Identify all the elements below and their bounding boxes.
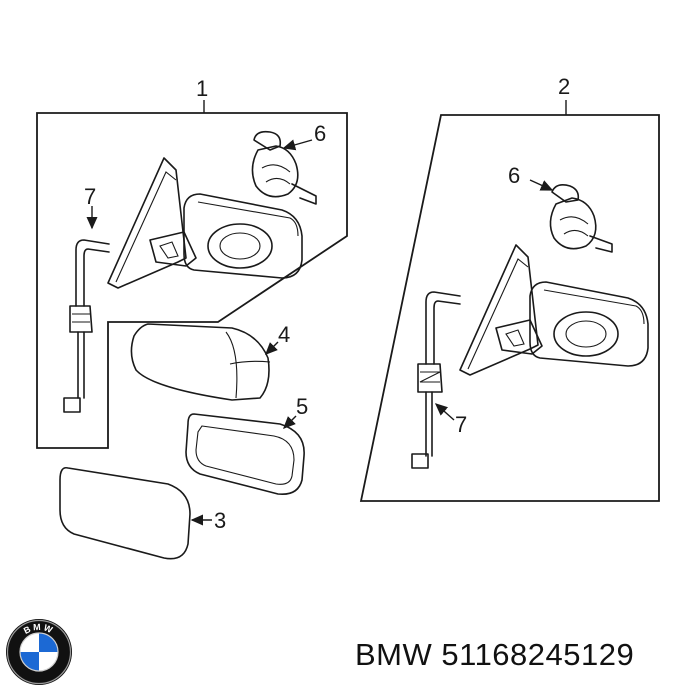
svg-text:BMW: BMW	[22, 622, 56, 636]
right-assembly-frame	[359, 114, 660, 502]
mirror-frame-part-5	[185, 413, 305, 496]
left-assembly-frame	[36, 112, 348, 449]
part-number: 51168245129	[441, 637, 635, 672]
left-motor-part-6	[251, 130, 317, 205]
cover-cap-part-4	[130, 323, 271, 401]
left-cable-part-7	[63, 239, 110, 413]
mirror-glass-part-3	[59, 466, 191, 560]
right-cable-part-7	[411, 291, 461, 469]
left-mirror-assembly	[107, 157, 303, 289]
callout-6-left: 6	[314, 121, 326, 146]
bmw-logo-icon: BMW	[6, 619, 72, 685]
callout-4: 4	[278, 322, 290, 347]
callout-2: 2	[558, 74, 570, 99]
callout-6-right: 6	[508, 163, 520, 188]
callout-5: 5	[296, 394, 308, 419]
right-mirror-assembly	[459, 244, 649, 376]
callout-7-right: 7	[455, 412, 467, 437]
right-motor-part-6	[549, 184, 613, 253]
brand-name: BMW	[355, 637, 433, 672]
callout-1: 1	[196, 76, 208, 101]
callout-3: 3	[214, 508, 226, 533]
callout-7-left: 7	[84, 184, 96, 209]
footer-part-label: BMW 51168245129	[355, 637, 634, 673]
